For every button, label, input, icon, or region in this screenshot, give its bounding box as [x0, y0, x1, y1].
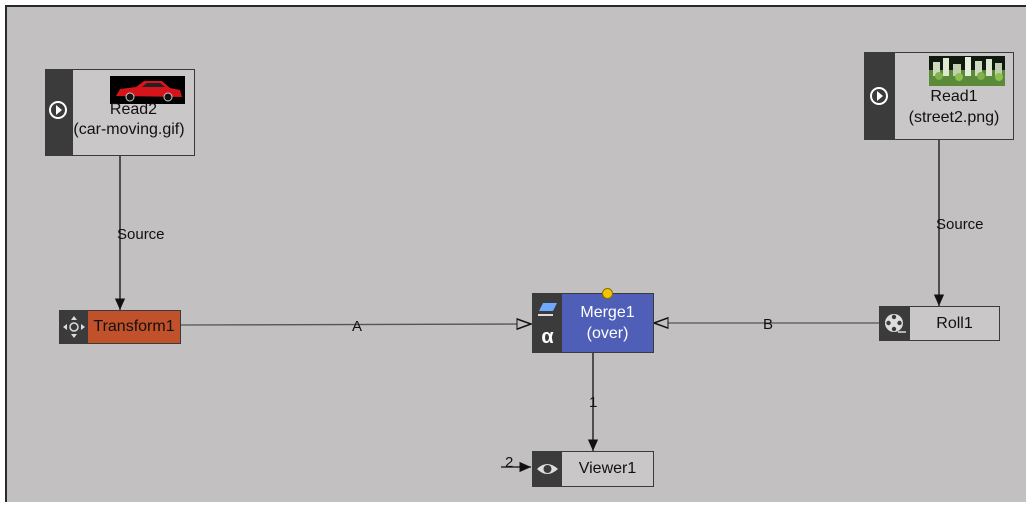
film-reel-icon[interactable]: [880, 307, 910, 340]
roll1-title: Roll1: [936, 315, 973, 332]
play-icon[interactable]: [865, 53, 895, 141]
read2-subtitle: (car-moving.gif): [73, 121, 185, 138]
edge-label-1: 1: [589, 394, 598, 411]
edge-label-b: B: [763, 316, 774, 333]
edge-label-source-read2: Source: [117, 226, 165, 243]
read1-thumbnail: [929, 56, 1005, 86]
viewer1-node[interactable]: Viewer1: [532, 451, 654, 487]
merge1-node[interactable]: α Merge1 (over): [532, 293, 654, 353]
read1-node[interactable]: Read1 (street2.png): [864, 52, 1014, 140]
roll1-node[interactable]: Roll1: [879, 306, 1000, 341]
street-thumbnail-image: [929, 57, 1005, 86]
merge1-subtitle: (over): [586, 325, 629, 342]
read1-title: Read1: [930, 88, 978, 105]
wire-transform-merge[interactable]: [180, 324, 531, 325]
move-icon[interactable]: [60, 311, 88, 343]
merge1-node-strip: α: [533, 294, 562, 352]
transform1-node[interactable]: Transform1: [59, 310, 181, 344]
read1-subtitle: (street2.png): [908, 109, 1000, 126]
transform1-node-strip: [60, 311, 88, 343]
merge1-title: Merge1: [580, 304, 635, 321]
merge1-mask-input-indicator[interactable]: [602, 288, 613, 299]
read2-node[interactable]: Read2 (car-moving.gif): [45, 69, 195, 156]
edge-label-2: 2: [505, 454, 514, 471]
read1-node-strip: [865, 53, 895, 139]
eye-icon[interactable]: [533, 452, 562, 486]
car-thumbnail-image: [116, 81, 182, 102]
read2-title: Read2: [109, 101, 158, 118]
alpha-icon[interactable]: α: [541, 326, 554, 348]
read2-node-strip: [46, 70, 73, 155]
edge-label-source-read1: Source: [936, 216, 984, 233]
read2-thumbnail: [110, 76, 185, 104]
viewer1-node-strip: [533, 452, 562, 486]
viewer1-title: Viewer1: [578, 460, 637, 477]
play-icon[interactable]: [46, 70, 73, 157]
layers-icon[interactable]: [533, 294, 562, 322]
edge-label-a: A: [352, 318, 363, 335]
transform1-title: Transform1: [93, 318, 175, 335]
roll1-node-strip: [880, 307, 910, 340]
